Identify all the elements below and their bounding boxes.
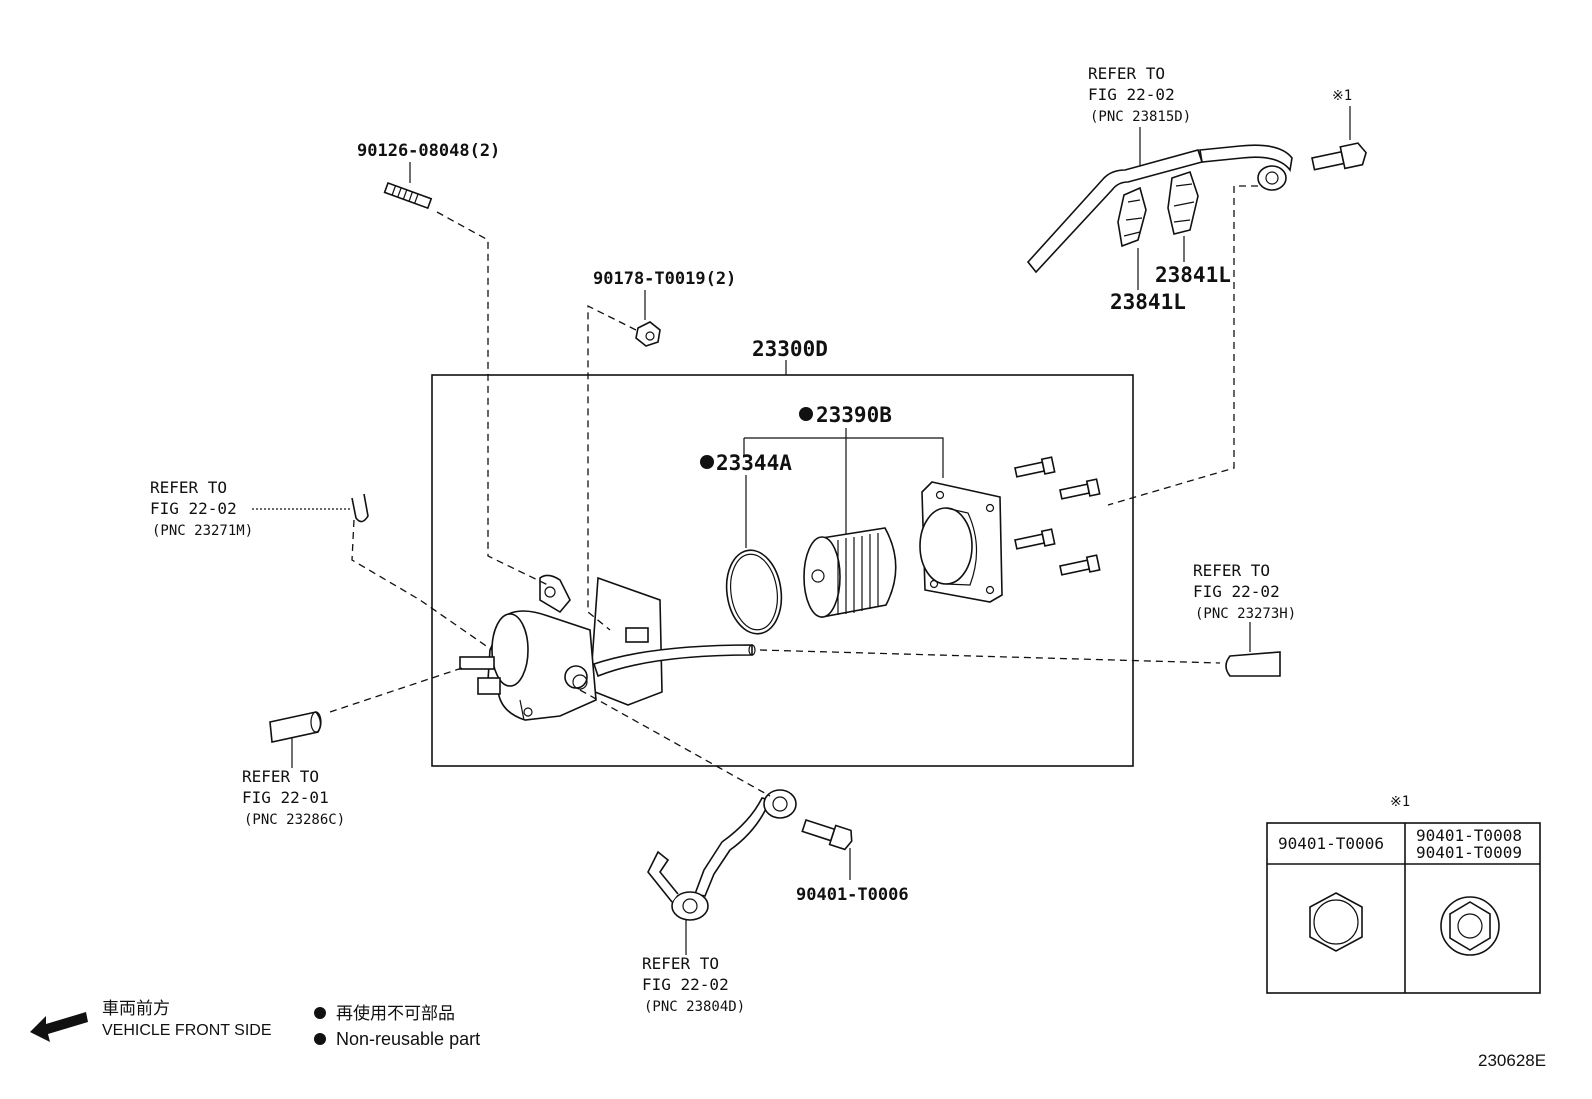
- svg-text:FIG 22-01: FIG 22-01: [242, 788, 329, 807]
- svg-text:(PNC 23273H): (PNC 23273H): [1195, 606, 1296, 622]
- stud-bolt-label: 90126-08048(2): [357, 141, 500, 161]
- union-bolt-top-part: [1311, 142, 1367, 171]
- clip-a-part: [1117, 186, 1147, 248]
- front-label-en: VEHICLE FRONT SIDE: [102, 1022, 272, 1039]
- oring-label: 23344A: [716, 451, 792, 475]
- non-reusable-dot: [700, 455, 714, 469]
- front-arrow-icon: [30, 1012, 88, 1042]
- ref-top-right: REFER TO FIG 22-02 (PNC 23815D): [1088, 64, 1191, 125]
- legend-dot: [314, 1007, 326, 1019]
- union-bolt-label: 90401-T0006: [796, 885, 909, 905]
- note-mark-table: ※1: [1390, 794, 1410, 810]
- svg-text:FIG 22-02: FIG 22-02: [642, 975, 729, 994]
- svg-text:(PNC 23271M): (PNC 23271M): [152, 523, 253, 539]
- filter-label: 23390B: [816, 403, 892, 427]
- ref-left: REFER TO FIG 22-02 (PNC 23271M): [150, 478, 253, 539]
- nonreuse-label-en: Non-reusable part: [336, 1029, 480, 1049]
- svg-text:FIG 22-02: FIG 22-02: [1088, 85, 1175, 104]
- svg-text:(PNC 23815D): (PNC 23815D): [1090, 109, 1191, 125]
- legend-dot: [314, 1033, 326, 1045]
- svg-text:(PNC 23286C): (PNC 23286C): [244, 812, 345, 828]
- cover-bolts: [1014, 456, 1101, 576]
- clip-b-label: 23841L: [1155, 263, 1231, 287]
- svg-text:REFER TO: REFER TO: [642, 954, 719, 973]
- assembly-label: 23300D: [752, 337, 828, 361]
- svg-text:REFER TO: REFER TO: [1193, 561, 1270, 580]
- pipe-bottom-part: [647, 789, 797, 921]
- stud-bolt-part: [383, 181, 433, 210]
- hose-end-part: [351, 493, 369, 523]
- union-bolt-part: [801, 818, 853, 851]
- bolt-table: 90401-T0006 90401-T0008 90401-T0009: [1266, 822, 1541, 994]
- filter-element-part: [803, 527, 897, 618]
- clip-a-label: 23841L: [1110, 290, 1186, 314]
- ref-bottom: REFER TO FIG 22-02 (PNC 23804D): [642, 954, 745, 1015]
- hose-left-part: [269, 711, 322, 743]
- front-label-jp: 車両前方: [102, 999, 170, 1018]
- svg-text:FIG 22-02: FIG 22-02: [1193, 582, 1280, 601]
- ref-right: REFER TO FIG 22-02 (PNC 23273H): [1193, 561, 1296, 622]
- nut-label: 90178-T0019(2): [593, 269, 736, 289]
- oring-part: [725, 549, 783, 635]
- svg-text:(PNC 23804D): (PNC 23804D): [644, 999, 745, 1015]
- table-col1-header: 90401-T0006: [1278, 834, 1384, 853]
- ref-bottom-left: REFER TO FIG 22-01 (PNC 23286C): [242, 767, 345, 828]
- pump-body-part: [459, 574, 756, 721]
- non-reusable-dot: [799, 407, 813, 421]
- filter-cover-part: [919, 481, 1003, 603]
- nut-part: [635, 321, 661, 347]
- clip-b-part: [1167, 170, 1199, 235]
- hex-bolt-icon: [1309, 892, 1363, 952]
- svg-text:FIG 22-02: FIG 22-02: [150, 499, 237, 518]
- pipe-top-part: [1026, 144, 1293, 274]
- assembly-box: [431, 374, 1134, 767]
- svg-text:REFER TO: REFER TO: [1088, 64, 1165, 83]
- footer-code: 230628E: [1478, 1051, 1546, 1070]
- note-mark-top: ※1: [1332, 88, 1352, 104]
- svg-text:REFER TO: REFER TO: [150, 478, 227, 497]
- hose-right-part: [1225, 651, 1281, 677]
- table-col2-header-1: 90401-T0008: [1416, 826, 1522, 845]
- nonreuse-label-jp: 再使用不可部品: [336, 1003, 455, 1023]
- svg-text:REFER TO: REFER TO: [242, 767, 319, 786]
- flange-bolt-icon: [1440, 896, 1500, 956]
- table-col2-header-2: 90401-T0009: [1416, 843, 1522, 862]
